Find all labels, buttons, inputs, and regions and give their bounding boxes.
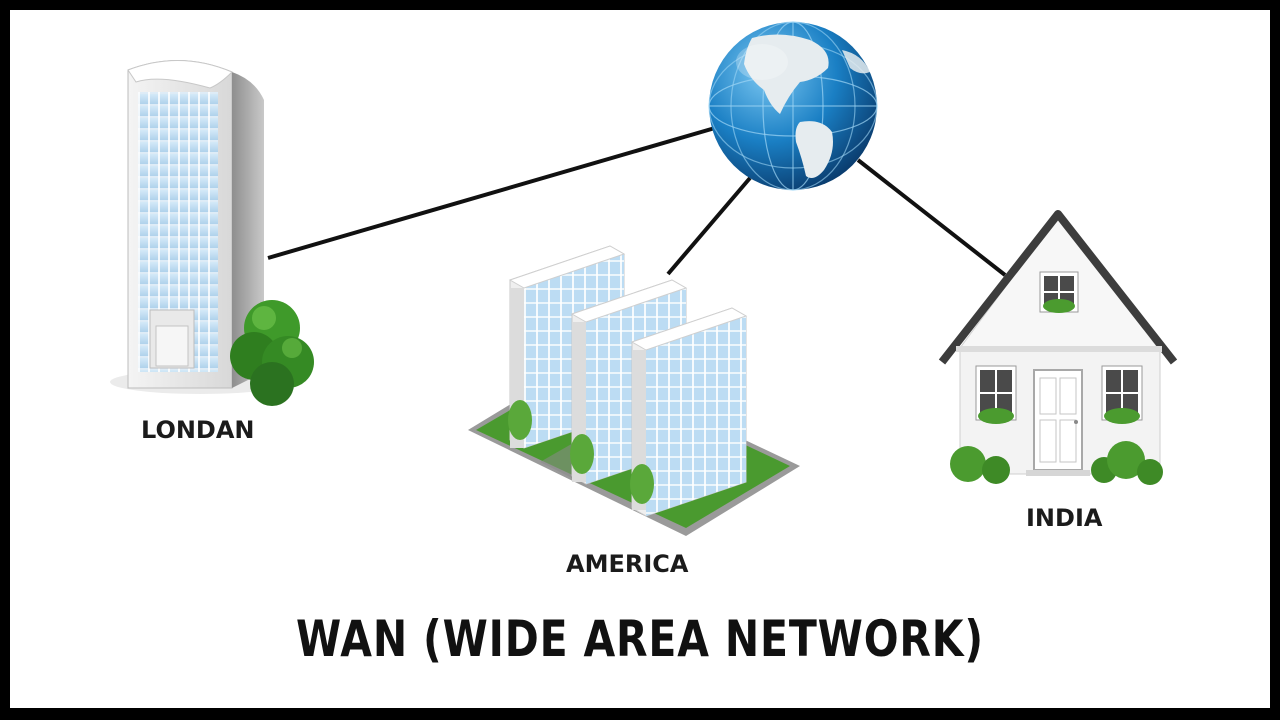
globe-icon bbox=[708, 21, 878, 191]
bush-icon bbox=[230, 300, 314, 406]
skyscraper-icon bbox=[110, 59, 314, 406]
link-london-globe bbox=[267, 126, 716, 260]
house-icon bbox=[938, 210, 1178, 485]
office-buildings-icon bbox=[468, 245, 800, 536]
diagram-canvas: LONDAN AMERICA INDIA WAN (WIDE AREA NETW… bbox=[10, 10, 1270, 708]
diagram-title: WAN (WIDE AREA NETWORK) bbox=[296, 610, 984, 668]
node-label-london: LONDAN bbox=[141, 416, 255, 444]
node-label-india: INDIA bbox=[1026, 504, 1103, 532]
node-label-america: AMERICA bbox=[566, 550, 689, 578]
link-india-globe bbox=[856, 158, 1007, 277]
network-diagram bbox=[110, 21, 1178, 536]
link-america-globe bbox=[666, 176, 752, 276]
